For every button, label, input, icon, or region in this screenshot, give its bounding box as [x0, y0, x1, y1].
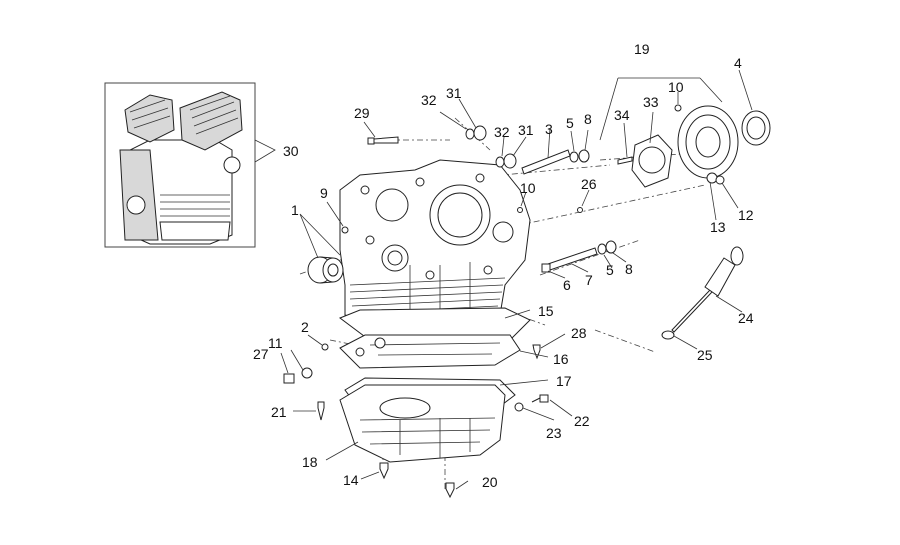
dowel-9 [341, 226, 349, 234]
callout-12: 12 [738, 207, 754, 223]
callouts: 1 2 3 4 5 5 6 7 8 8 9 10 10 11 12 13 14 … [253, 41, 754, 490]
callout-6: 6 [563, 277, 571, 293]
callout-3: 3 [545, 121, 553, 137]
fasteners [283, 343, 549, 499]
callout-26: 26 [581, 176, 597, 192]
callout-21: 21 [271, 404, 287, 420]
bolt-29 [367, 136, 399, 145]
plugs-31-32 [465, 125, 517, 169]
callout-29: 29 [354, 105, 370, 121]
callout-8b: 8 [625, 261, 633, 277]
bushing-1 [307, 256, 344, 284]
callout-34: 34 [614, 107, 630, 123]
callout-31b: 31 [518, 122, 534, 138]
callout-33: 33 [643, 94, 659, 110]
nuts-upper [569, 149, 590, 163]
callout-17: 17 [556, 373, 572, 389]
stud-6-7 [541, 240, 617, 273]
dowel-26 [577, 207, 583, 213]
callout-4: 4 [734, 55, 742, 71]
callout-13: 13 [710, 219, 726, 235]
callout-1: 1 [291, 202, 299, 218]
engine-inset [104, 82, 256, 248]
callout-22: 22 [574, 413, 590, 429]
callout-32b: 32 [494, 124, 510, 140]
crankcase [339, 159, 531, 331]
callout-30: 30 [283, 143, 299, 159]
callout-9: 9 [320, 185, 328, 201]
callout-8a: 8 [584, 111, 592, 127]
callout-24: 24 [738, 310, 754, 326]
dipstick-24 [661, 246, 744, 340]
oil-sump-18 [339, 384, 506, 463]
callout-31a: 31 [446, 85, 462, 101]
callout-18: 18 [302, 454, 318, 470]
callout-10b: 10 [668, 79, 684, 95]
callout-10a: 10 [520, 180, 536, 196]
callout-32a: 32 [421, 92, 437, 108]
callout-5a: 5 [566, 115, 574, 131]
callout-5b: 5 [606, 262, 614, 278]
callout-11: 11 [268, 335, 283, 351]
plate-16 [339, 334, 521, 369]
callout-25: 25 [697, 347, 713, 363]
dowel-10 [517, 207, 523, 213]
callout-7: 7 [585, 272, 593, 288]
cover-assembly [617, 104, 771, 188]
callout-16: 16 [553, 351, 569, 367]
callout-15: 15 [538, 303, 554, 319]
callout-20: 20 [482, 474, 498, 490]
callout-28: 28 [571, 325, 587, 341]
leader-lines [280, 69, 753, 490]
callout-2: 2 [301, 319, 309, 335]
callout-23: 23 [546, 425, 562, 441]
stud-3 [521, 149, 571, 175]
callout-14: 14 [343, 472, 359, 488]
callout-27: 27 [253, 346, 269, 362]
callout-19: 19 [634, 41, 650, 57]
